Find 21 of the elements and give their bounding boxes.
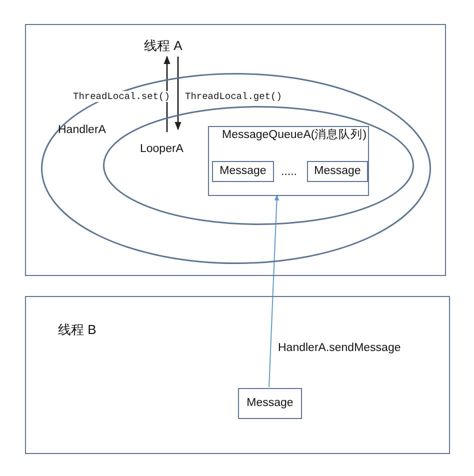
node-label: LooperA — [140, 143, 184, 157]
edge-label: ThreadLocal.set() — [72, 91, 171, 102]
ellipsis-text: ..... — [281, 166, 297, 180]
node-label: Message — [314, 164, 361, 178]
node-label: Message — [246, 396, 294, 410]
message-box — [212, 161, 274, 182]
arrow — [164, 56, 170, 132]
node-label: MessageQueueA(消息队列) — [222, 129, 367, 143]
arrow — [174, 56, 182, 130]
edge-label: ThreadLocal.get() — [184, 91, 283, 102]
message-box — [307, 161, 368, 182]
thread-box — [25, 24, 446, 276]
node-label: Message — [220, 164, 266, 178]
edge-label: HandlerA.sendMessage — [277, 342, 402, 356]
queue-box — [208, 126, 369, 196]
thread-title: 线程 A — [144, 38, 182, 54]
node-label: HandlerA — [58, 124, 106, 138]
arrow — [268, 194, 280, 388]
message-box — [238, 388, 302, 419]
thread-title: 线程 B — [58, 322, 96, 338]
thread-box — [25, 296, 450, 454]
